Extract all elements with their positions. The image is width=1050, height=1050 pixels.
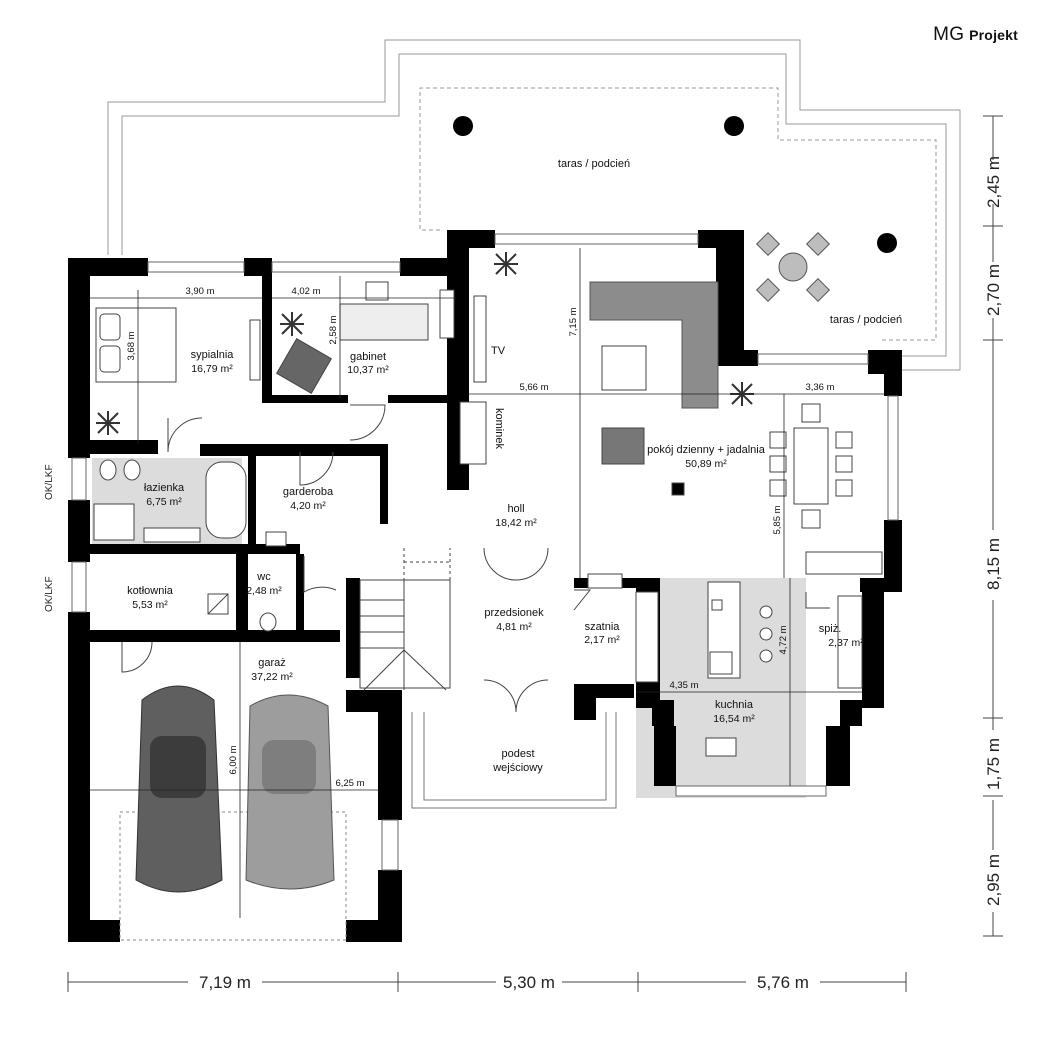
area-garderoba: 4,20 m²: [290, 500, 326, 512]
dim-right-2: 2,70 m: [984, 264, 1003, 316]
staircase: [359, 548, 451, 691]
label-gabinet: gabinet: [350, 351, 386, 363]
walls: [68, 230, 902, 942]
dim-472: 4,72 m: [778, 625, 789, 654]
dim-bottom-3: 5,76 m: [757, 973, 809, 992]
dim-368: 3,68 m: [126, 331, 137, 360]
label-holl: holl: [507, 503, 524, 515]
dim-402: 4,02 m: [291, 286, 320, 297]
brand-mark: MG: [933, 24, 965, 45]
label-oklkf-2: OK/LKF: [44, 576, 55, 612]
dim-600: 6,00 m: [228, 745, 239, 774]
label-szatnia: szatnia: [585, 621, 621, 633]
doors: [121, 404, 830, 713]
dim-258: 2,58 m: [328, 315, 339, 344]
plants: [96, 252, 754, 435]
area-kuchnia: 16,54 m²: [713, 713, 755, 725]
label-oklkf-1: OK/LKF: [44, 464, 55, 500]
bathroom-fixtures: [93, 459, 287, 632]
area-gabinet: 10,37 m²: [347, 364, 389, 376]
dim-bottom-1: 7,19 m: [199, 973, 251, 992]
column-3: [877, 233, 897, 253]
dim-715: 7,15 m: [568, 307, 579, 336]
living-furniture: [459, 295, 883, 589]
label-sypialnia: sypialnia: [191, 349, 235, 361]
dim-390: 3,90 m: [185, 286, 214, 297]
label-przedsionek: przedsionek: [484, 607, 544, 619]
label-kuchnia: kuchnia: [715, 699, 754, 711]
label-tv: TV: [491, 345, 506, 357]
office-furniture: [275, 281, 455, 395]
car-dark: [135, 685, 223, 893]
car-light: [245, 694, 335, 890]
terrace-table-set: [755, 231, 831, 303]
label-garaz: garaż: [258, 657, 286, 669]
area-garaz: 37,22 m²: [251, 671, 293, 683]
label-lazienka: łazienka: [144, 482, 185, 494]
brand-name: Projekt: [969, 27, 1018, 43]
dim-right-5: 2,95 m: [984, 854, 1003, 906]
dim-336: 3,36 m: [805, 382, 834, 393]
inner-dimension-lines: [90, 248, 884, 918]
garage-door: [119, 811, 347, 941]
dim-right-1: 2,45 m: [984, 156, 1003, 208]
label-kotlownia: kotłownia: [127, 585, 174, 597]
column-1: [453, 116, 473, 136]
label-podest: podest: [501, 748, 534, 760]
terrace-outline: [107, 39, 961, 371]
dim-right-3: 8,15 m: [984, 538, 1003, 590]
brand-logo: MG Projekt: [933, 24, 1018, 46]
area-przedsionek: 4,81 m²: [496, 621, 532, 633]
outer-dimension-lines: [67, 115, 1003, 992]
area-spiz: 2,37 m²: [828, 637, 864, 649]
area-sypialnia: 16,79 m²: [191, 363, 233, 375]
label-taras-right: taras / podcień: [830, 314, 902, 326]
area-kotlownia: 5,53 m²: [132, 599, 168, 611]
windows: [71, 233, 899, 871]
dim-566: 5,66 m: [519, 382, 548, 393]
area-holl: 18,42 m²: [495, 517, 537, 529]
label-podest-2: wejściowy: [492, 762, 543, 774]
dim-625: 6,25 m: [335, 778, 364, 789]
label-kominek: kominek: [493, 408, 505, 449]
dim-right-4: 1,75 m: [984, 738, 1003, 790]
sofa: [589, 281, 719, 409]
label-pokoj-dzienny: pokój dzienny + jadalnia: [647, 444, 766, 456]
bedroom-furniture: [95, 307, 261, 383]
column-2: [724, 116, 744, 136]
label-wc: wc: [256, 571, 271, 583]
area-lazienka: 6,75 m²: [146, 496, 182, 508]
dim-435: 4,35 m: [669, 680, 698, 691]
dim-585: 5,85 m: [772, 505, 783, 534]
area-wc: 2,48 m²: [246, 585, 282, 597]
kitchen-furniture: [635, 581, 863, 757]
area-szatnia: 2,17 m²: [584, 634, 620, 646]
area-pokoj-dzienny: 50,89 m²: [685, 458, 727, 470]
label-spiz: spiż.: [819, 623, 842, 635]
dim-bottom-2: 5,30 m: [503, 973, 555, 992]
entrance-platform: [411, 712, 617, 809]
label-taras-top: taras / podcień: [558, 158, 630, 170]
label-garderoba: garderoba: [283, 486, 334, 498]
